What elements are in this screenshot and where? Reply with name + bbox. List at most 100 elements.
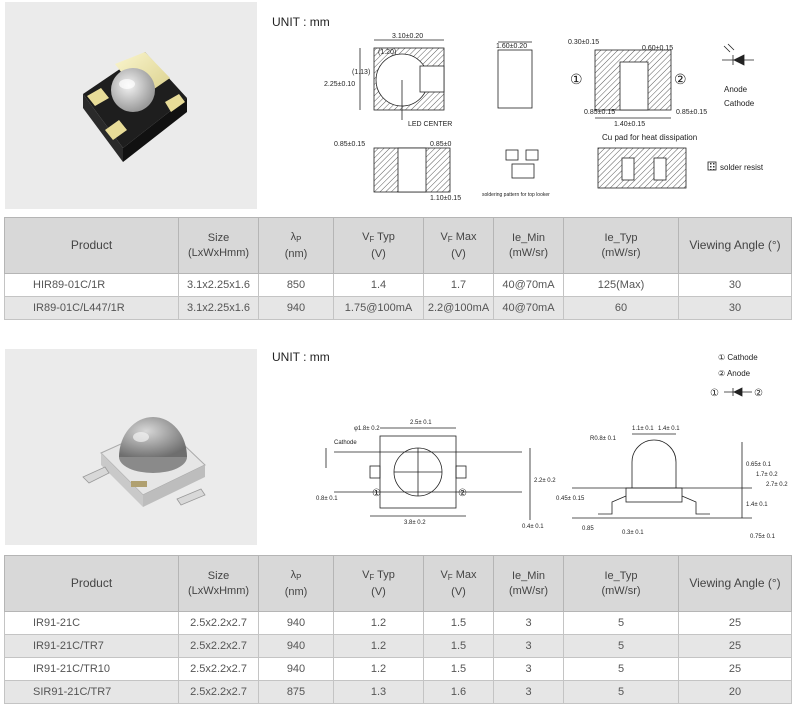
pad-dim-a-label: 0.30±0.15 [568,39,599,46]
led-package-image [83,52,187,162]
cell-vf-typ: 1.2 [333,657,424,681]
cell-lambda: 940 [258,657,334,681]
unit-label: UNIT : mm [272,15,330,29]
length-dim-label: 3.8± 0.2 [404,520,426,526]
cell-ie-min: 40@70mA [493,273,564,297]
unit-label: UNIT : mm [272,350,330,364]
col-lambda: λP(nm) [258,555,334,612]
product-photo-ir91 [5,349,257,545]
cathode-legend: ① Cathode [718,353,758,362]
dimension-drawing-ir89: 3.10±0.20 (1.20) (1.13) 2.25±0.10 LED CE… [324,33,764,202]
pad-dim-d-label: 0.85±0.15 [676,109,707,116]
spec-table-ir91: Product Size(LxWxHmm) λP(nm) VF Typ(V) V… [4,555,792,704]
table-row: IR91-21C 2.5x2.2x2.7 940 1.2 1.5 3 5 25 [4,611,792,635]
cell-product: HIR89-01C/1R [4,273,179,297]
cell-ie-typ: 60 [563,296,679,320]
bottom-dim-b-label: 0.85±0 [430,141,451,148]
cell-ie-typ: 5 [563,611,679,635]
cell-vf-max: 2.2@100mA [423,296,494,320]
col-ie-min: Ie_Min(mW/sr) [493,217,564,274]
table-row: SIR91-21C/TR7 2.5x2.2x2.7 875 1.3 1.6 3 … [4,680,792,704]
bottom-dim-a-label: 0.85±0.15 [334,141,365,148]
cell-vf-max: 1.5 [423,634,494,658]
cell-ie-typ: 125(Max) [563,273,679,297]
table-header-row: Product Size(LxWxHmm) λP(nm) VF Typ(V) V… [4,217,792,274]
cell-ie-min: 3 [493,611,564,635]
cell-angle: 30 [678,296,792,320]
led-package-image [82,417,206,507]
col-ie-min: Ie_Min(mW/sr) [493,555,564,612]
col-angle: Viewing Angle (°) [678,217,792,274]
product-photo-ir89 [5,2,257,209]
cell-lambda: 875 [258,680,334,704]
lead-dim-b-label: 0.45± 0.15 [556,496,585,502]
cell-angle: 25 [678,611,792,635]
cell-vf-typ: 1.75@100mA [333,296,424,320]
col-vf-max: VF Max(V) [423,555,494,612]
width-dim-label: 2.2± 0.2 [534,478,556,484]
col-size: Size(LxWxHmm) [178,555,259,612]
height-dim-b-label: 1.7± 0.2 [756,472,778,478]
symbol-1: ① [710,388,719,399]
cell-ie-min: 3 [493,680,564,704]
base-dim-b-label: 0.3± 0.1 [622,530,644,536]
cell-angle: 20 [678,680,792,704]
pad-dim-c-label: 0.85±0.15 [584,109,615,116]
table-row: IR91-21C/TR10 2.5x2.2x2.7 940 1.2 1.5 3 … [4,657,792,681]
bottom-dim-c-label: 1.10±0.15 [430,195,461,202]
inner-dim-label: (1.20) [378,49,396,56]
cell-vf-max: 1.5 [423,611,494,635]
radius-dim-label: R0.8± 0.1 [590,436,617,442]
col-angle: Viewing Angle (°) [678,555,792,612]
col-ie-typ: Ie_Typ(mW/sr) [563,217,679,274]
col-vf-typ: VF Typ(V) [333,217,424,274]
cell-product: IR91-21C [4,611,179,635]
cell-lambda: 940 [258,296,334,320]
spec-table-ir89: Product Size(LxWxHmm) λP(nm) VF Typ(V) V… [4,217,792,320]
cell-lambda: 940 [258,611,334,635]
lead-dim-label: 0.4± 0.1 [522,524,544,530]
cell-size: 2.5x2.2x2.7 [178,680,259,704]
width-dim-label: 3.10±0.20 [392,33,423,40]
col-size: Size(LxWxHmm) [178,217,259,274]
cell-size: 2.5x2.2x2.7 [178,634,259,658]
cell-vf-max: 1.5 [423,657,494,681]
cu-pad-note: Cu pad for heat dissipation [602,133,697,142]
side-dim-label: 0.8± 0.1 [316,496,338,502]
col-vf-typ: VF Typ(V) [333,555,424,612]
cell-angle: 25 [678,657,792,681]
cell-product: IR91-21C/TR10 [4,657,179,681]
cell-ie-typ: 5 [563,657,679,681]
gap-dim-label: 0.85 [582,526,594,532]
dimension-drawing-ir91: ① Cathode ② Anode ① ② Cathode φ1.8± 0.2 … [316,353,788,540]
side-dim-label: (1.13) [352,69,370,76]
anode-legend: ② Anode [718,369,751,378]
cell-ie-typ: 5 [563,634,679,658]
thickness-dim-label: 1.60±0.20 [496,43,527,50]
cell-vf-max: 1.7 [423,273,494,297]
cell-vf-typ: 1.2 [333,611,424,635]
col-product: Product [4,555,179,612]
solder-resist-label: solder resist [720,163,764,172]
cell-angle: 25 [678,634,792,658]
pin-2-label: ② [458,488,467,499]
cell-angle: 30 [678,273,792,297]
table-row: IR89-01C/L447/1R 3.1x2.25x1.6 940 1.75@1… [4,296,792,320]
height-dim-label: 2.25±0.10 [324,81,355,88]
anode-label: Anode [724,85,748,94]
table-row: HIR89-01C/1R 3.1x2.25x1.6 850 1.4 1.7 40… [4,273,792,297]
symbol-2: ② [754,388,763,399]
hole-dim-label: φ1.8± 0.2 [354,426,380,432]
height-dim-a-label: 0.65± 0.1 [746,462,772,468]
cell-lambda: 850 [258,273,334,297]
pad-dim-e-label: 1.40±0.15 [614,121,645,128]
col-ie-typ: Ie_Typ(mW/sr) [563,555,679,612]
cell-ie-min: 3 [493,634,564,658]
cell-ie-typ: 5 [563,680,679,704]
cell-vf-typ: 1.2 [333,634,424,658]
height-dim-c-label: 2.7± 0.2 [766,482,788,488]
cell-product: IR89-01C/L447/1R [4,296,179,320]
cell-size: 3.1x2.25x1.6 [178,296,259,320]
table-row: IR91-21C/TR7 2.5x2.2x2.7 940 1.2 1.5 3 5… [4,634,792,658]
lens-dim-label: 2.5± 0.1 [410,420,432,426]
